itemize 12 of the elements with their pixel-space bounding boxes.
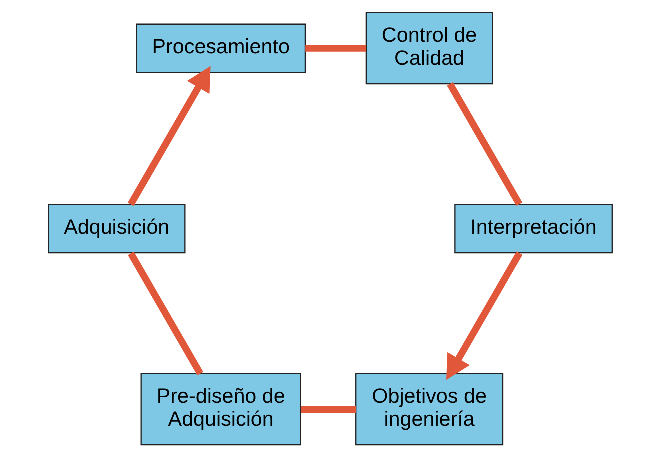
connector [300,406,356,413]
node-box: Adquisición [48,204,186,254]
node-box: Interpretación [454,204,612,254]
node-box: Objetivos de ingeniería [355,373,504,446]
node-box: Procesamiento [136,24,306,74]
connector [128,252,203,376]
arrow [446,252,522,380]
node-box: Control de Calidad [365,12,493,85]
connector [446,82,522,206]
connector [305,45,366,52]
arrow [127,66,210,206]
node-box: Pre-diseño de Adquisición [140,373,301,446]
